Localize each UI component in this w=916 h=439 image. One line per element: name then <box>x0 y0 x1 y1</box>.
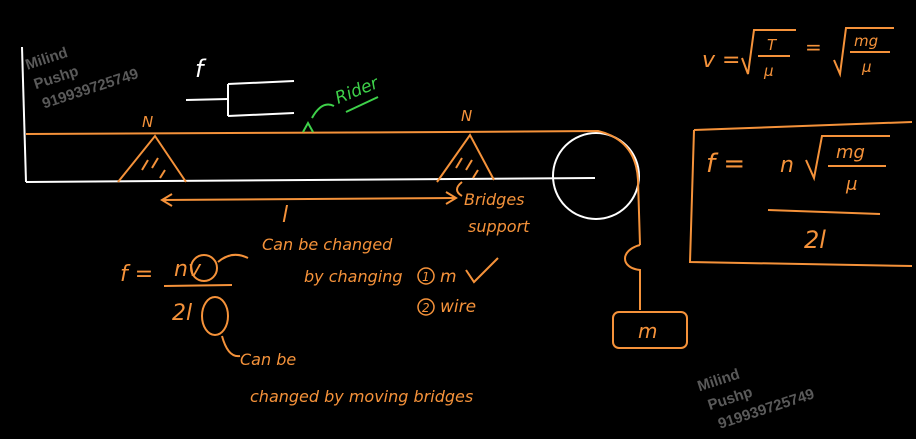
sqrt-2 <box>833 27 894 78</box>
length-arrow-line <box>161 197 457 201</box>
box-left-wall <box>21 46 27 183</box>
fork-handle <box>185 98 229 101</box>
option2-circle <box>417 298 435 316</box>
length-label: l <box>282 203 288 228</box>
mass-block <box>612 311 688 349</box>
bridges-label-line2: support <box>468 217 530 236</box>
bridge-left <box>117 134 187 183</box>
length-arrow-head-left <box>160 193 173 207</box>
formula-top-lhs: v = <box>702 48 740 73</box>
rider-pointer <box>311 103 335 119</box>
watermark-bottom-right: Milind Pushp 919939725749 <box>695 366 816 433</box>
sonometer-box <box>21 46 596 183</box>
note-l-line2: changed by moving bridges <box>250 387 473 406</box>
formula-box-lhs: f = <box>706 149 745 179</box>
fork-prong-top <box>227 80 295 85</box>
formula-left-f-eq: f = <box>120 262 153 287</box>
formula-left: f = nv 2l <box>120 253 249 358</box>
circle-v <box>190 254 218 282</box>
mass-label: m <box>638 319 657 343</box>
pulley <box>552 132 640 220</box>
rider-underline <box>345 96 379 113</box>
sqrt-1 <box>741 29 796 75</box>
option1-number: 1 <box>422 270 430 284</box>
fork-prong-bottom <box>227 112 295 117</box>
circle-l <box>201 296 229 336</box>
formula-box-sqrt <box>805 135 890 182</box>
node-label-right: N <box>461 107 472 125</box>
note-v-line1: Can be changed <box>262 235 393 254</box>
note-l-line1: Can be <box>240 350 296 369</box>
option1-text: m <box>440 267 457 287</box>
string-hook <box>624 244 641 310</box>
frac2-den: μ <box>861 58 872 76</box>
length-arrow <box>160 191 458 207</box>
pointer-l <box>221 335 241 358</box>
bridge-right-hatch <box>455 157 479 179</box>
bridge-left-outline <box>117 134 187 183</box>
rider-label: Rider <box>332 73 382 109</box>
frac1-num: T <box>767 36 778 54</box>
formula-box: f = n mg μ 2l <box>688 121 913 267</box>
frac2-num: mg <box>854 32 878 50</box>
option1-tick-icon <box>465 257 499 284</box>
formula-left-bar <box>163 284 233 287</box>
pointer-v <box>217 253 249 263</box>
string-line <box>25 129 641 246</box>
option2-number: 2 <box>422 301 430 315</box>
formula-box-frac-den: μ <box>845 174 857 195</box>
bridges-label-line1: Bridges <box>464 190 525 209</box>
node-label-left: N <box>142 113 153 131</box>
tuning-fork <box>185 80 295 117</box>
frac1-den: μ <box>763 62 774 80</box>
bridge-right <box>436 133 495 183</box>
fork-frequency-label: f <box>195 55 207 83</box>
formula-top: v = T μ = mg μ <box>702 27 894 80</box>
formula-box-frac-num: mg <box>836 142 865 163</box>
formula-box-frame <box>688 121 913 267</box>
watermark-top-left: Milind Pushp 919939725749 <box>23 44 140 112</box>
string <box>25 129 641 310</box>
formula-left-denominator: 2l <box>172 301 192 326</box>
rider <box>302 96 379 133</box>
rider-shape <box>302 120 314 133</box>
box-base <box>25 177 596 183</box>
formula-box-denominator: 2l <box>804 226 826 254</box>
bridge-left-hatch <box>141 157 166 179</box>
formula-left-numerator: nv <box>174 257 202 282</box>
option2-text: wire <box>440 297 476 317</box>
formula-top-equals: = <box>805 35 822 59</box>
bridge-right-outline <box>436 133 495 183</box>
note-v-line2: by changing <box>304 267 403 286</box>
bridges-pointer <box>456 181 463 197</box>
formula-box-n: n <box>780 153 794 178</box>
formula-box-main-bar <box>767 209 881 215</box>
length-arrow-head-right <box>445 191 458 205</box>
option1-circle <box>417 267 435 285</box>
